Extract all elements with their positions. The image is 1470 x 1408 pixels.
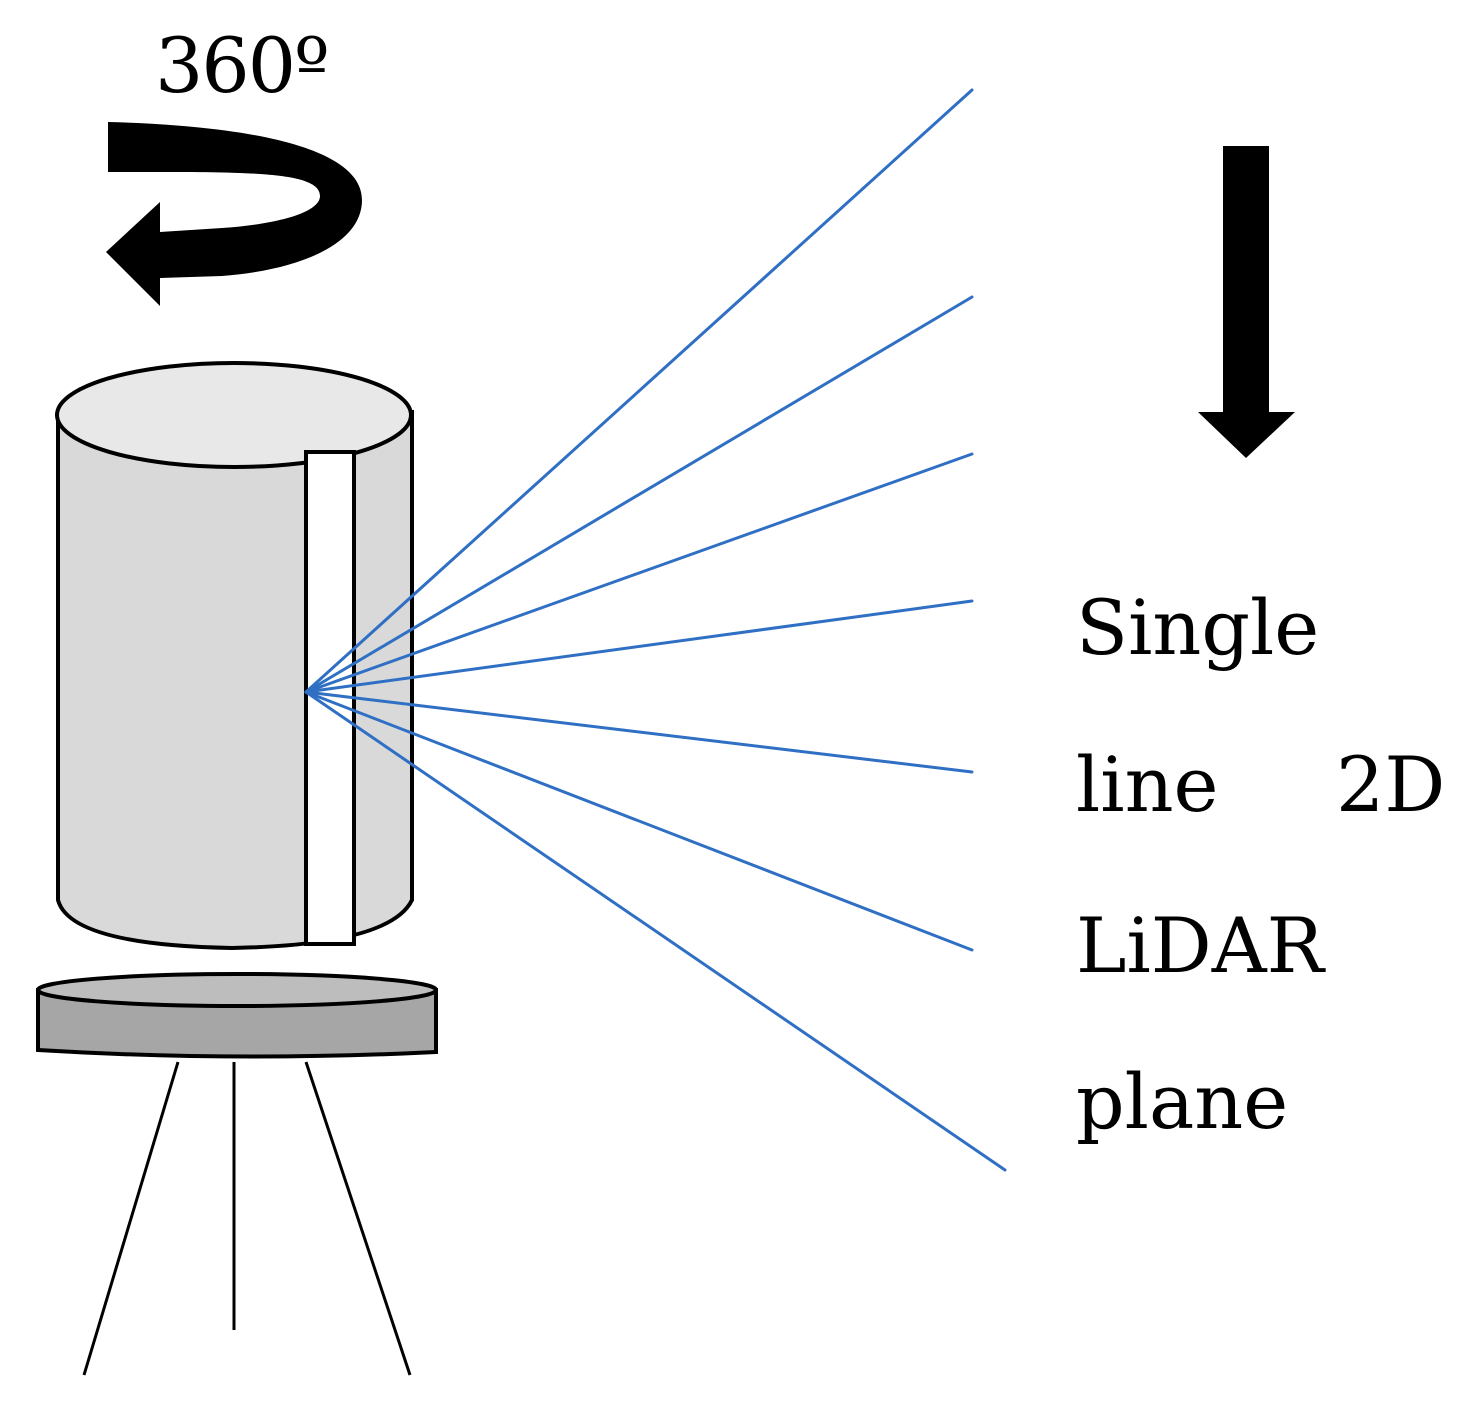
- curved-rotation-arrow-icon: [106, 122, 362, 306]
- scanner-body: [55, 361, 414, 951]
- scanner-cylinder-side: [56, 409, 414, 951]
- caption-word-2d: 2D: [1336, 740, 1446, 829]
- caption-word-line: line: [1076, 740, 1219, 829]
- base-plate-rim: [36, 988, 438, 1059]
- laser-beam: [304, 599, 974, 694]
- laser-beam: [304, 690, 1007, 1172]
- laser-beam: [304, 452, 974, 694]
- tripod: [82, 1061, 412, 1376]
- tripod-leg-right: [304, 1061, 412, 1376]
- scanner-cylinder-top: [55, 361, 413, 469]
- caption-word-lidar: LiDAR: [1076, 901, 1324, 990]
- laser-beam: [304, 88, 974, 694]
- caption-word-single: Single: [1076, 583, 1320, 672]
- laser-beams: [304, 88, 1007, 1172]
- laser-beam: [304, 690, 974, 952]
- laser-beam: [304, 690, 974, 774]
- rotation-label: 360º: [155, 21, 330, 110]
- base-plate: [36, 972, 438, 1059]
- base-plate-top: [36, 972, 438, 1008]
- tripod-leg-left: [82, 1061, 180, 1376]
- laser-beam: [304, 295, 974, 694]
- down-arrow-icon: [1198, 146, 1295, 458]
- caption-word-plane: plane: [1076, 1057, 1289, 1146]
